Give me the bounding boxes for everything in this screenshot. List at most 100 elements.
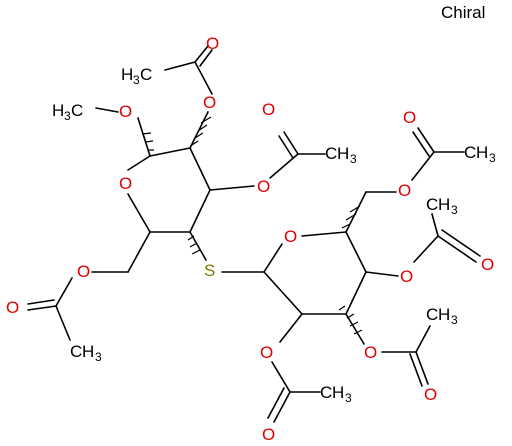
bond-ring2-c1-o xyxy=(263,243,283,273)
bond-o-carbonyl-tr xyxy=(411,151,435,181)
atom-ch3-left: C xyxy=(70,342,82,361)
bond-ring1-c2-c3 xyxy=(189,147,211,191)
bond-carbonyl-o-mid xyxy=(283,131,299,155)
atom-oxygen-ester-left: O xyxy=(77,262,90,281)
bond-c3p-o xyxy=(345,313,365,345)
stereo-wedges xyxy=(141,116,363,335)
atom-oxygen-carbonyl-mid: O xyxy=(262,100,275,119)
atom-oxygen-carbonyl-tr: O xyxy=(403,108,416,127)
atom-labels: Chiral H 3 C H 3 C O O O O O C H 3 O O O… xyxy=(6,3,496,444)
bond-carbonyl-me-br xyxy=(415,325,431,353)
atom-oxygen-carbonyl-b: O xyxy=(262,425,275,444)
atom-oxygen-carbonyl-top: O xyxy=(206,34,219,53)
hash-wedge xyxy=(346,313,355,319)
bond-carbonyl-me-r xyxy=(431,213,439,237)
atom-oxygen-ester-mid: O xyxy=(257,177,270,196)
atom-oxygen-ester-r: O xyxy=(400,267,413,286)
atom-ch3-r: C xyxy=(426,195,438,214)
atom-h-ch3-tr: H xyxy=(476,143,488,162)
hash-wedge xyxy=(191,140,199,146)
atom-h-ch3-br: H xyxy=(438,305,450,324)
atom-h-methyl-top: H xyxy=(121,65,133,84)
bond-carbonyl-o-r-2 xyxy=(441,229,481,257)
hash-wedge xyxy=(197,124,208,132)
atom-ch3-br: C xyxy=(426,305,438,324)
hash-wedge xyxy=(349,205,361,213)
bond-ring2-c4-c3 xyxy=(345,271,367,315)
atom-h3-sub-mid: 3 xyxy=(350,152,357,166)
atom-h-methoxy: H xyxy=(52,101,64,120)
bond-carbonyl-o-b xyxy=(273,391,291,423)
bond-ring1-o-c1 xyxy=(127,155,151,171)
atom-oxygen-ring-left: O xyxy=(119,174,132,193)
atom-ch3-b: C xyxy=(320,383,332,402)
hash-wedge xyxy=(338,305,346,311)
bond-o-carbonyl-mid xyxy=(269,153,299,179)
atom-h-ch3-r: H xyxy=(438,195,450,214)
bond-c4p-o xyxy=(365,271,399,277)
hash-wedge xyxy=(345,213,357,221)
atom-oxygen-carbonyl-r: O xyxy=(481,255,494,274)
atom-oxygen-ester-tr: O xyxy=(398,181,411,200)
bond-carbonyl-o-b-2 xyxy=(267,387,285,419)
hash-wedge xyxy=(191,249,201,255)
bond-ring2-o-c5 xyxy=(301,231,347,237)
atom-h-ch3-mid: H xyxy=(337,144,349,163)
bond-c5p-ch2 xyxy=(345,191,367,233)
hash-wedge xyxy=(200,116,212,124)
bond-carbonyl-o-top xyxy=(194,45,209,63)
bond-ring1-c1-c2 xyxy=(149,147,191,157)
hash-wedge xyxy=(194,132,204,139)
bond-carbonyl-o-br xyxy=(415,351,429,385)
bond-carbonyl-me-top xyxy=(164,61,196,71)
bond-o-carbonyl-left xyxy=(55,277,73,307)
chiral-label: Chiral xyxy=(441,3,485,22)
bond-carbonyl-o-mid-2 xyxy=(278,135,294,159)
atom-h3-sub-tr: 3 xyxy=(489,151,496,165)
hash-wedge xyxy=(189,242,198,248)
bond-ring1-c3-c4 xyxy=(189,189,211,233)
atom-h-ch3-b: H xyxy=(332,383,344,402)
bond-carbonyl-o-r xyxy=(437,235,477,263)
bonds xyxy=(27,45,481,423)
bond-c5-ch2 xyxy=(127,231,151,273)
bond-carbonyl-me-left xyxy=(55,305,71,341)
bond-carbonyl-o-br-2 xyxy=(409,353,423,387)
hash-wedge xyxy=(141,132,152,135)
atom-oxygen-carbonyl-br: O xyxy=(424,385,437,404)
bond-ring2-c5-c4 xyxy=(345,231,367,273)
atom-oxygen-methoxy: O xyxy=(119,102,132,121)
bond-o-carbonyl-top xyxy=(194,61,213,95)
atom-h-ch3-left: H xyxy=(82,342,94,361)
hash-wedge xyxy=(187,235,195,241)
atom-oxygen-ester-top: O xyxy=(203,93,216,112)
atom-c-methyl-top: C xyxy=(140,65,152,84)
bond-carbonyl-o-top-2 xyxy=(199,49,213,67)
atom-h3-sub-left: 3 xyxy=(95,350,102,364)
bond-carbonyl-o-tr-2 xyxy=(412,131,430,157)
bond-carbonyl-o-tr xyxy=(417,127,435,153)
bond-c2p-o xyxy=(279,313,303,343)
atom-h3-sub-top: 3 xyxy=(133,73,140,87)
atom-sulfur: S xyxy=(204,261,215,280)
bond-c3-o xyxy=(209,185,255,191)
atom-oxygen-ester-br: O xyxy=(364,343,377,362)
atom-h3-sub-b: 3 xyxy=(345,391,352,405)
atom-h3-sub-r: 3 xyxy=(451,203,458,217)
bond-ring1-c5-o xyxy=(127,193,151,233)
bond-ome-h3c xyxy=(95,107,119,113)
bond-carbonyl-o-left xyxy=(27,305,57,311)
atom-h3-sub-methoxy: 3 xyxy=(64,109,71,123)
atom-oxygen-ring-right: O xyxy=(284,227,297,246)
hash-wedge xyxy=(349,321,359,327)
hash-wedge xyxy=(353,329,363,335)
atom-oxygen-ester-b: O xyxy=(260,343,273,362)
bond-ring2-c2-c1 xyxy=(263,271,303,315)
atom-ch3-mid: C xyxy=(325,144,337,163)
hash-wedge xyxy=(144,140,154,143)
atom-c-methoxy: C xyxy=(71,101,83,120)
atom-ch3-tr: C xyxy=(464,143,476,162)
bond-o-carbonyl-r xyxy=(413,235,439,263)
atom-oxygen-carbonyl-left: O xyxy=(6,298,19,317)
